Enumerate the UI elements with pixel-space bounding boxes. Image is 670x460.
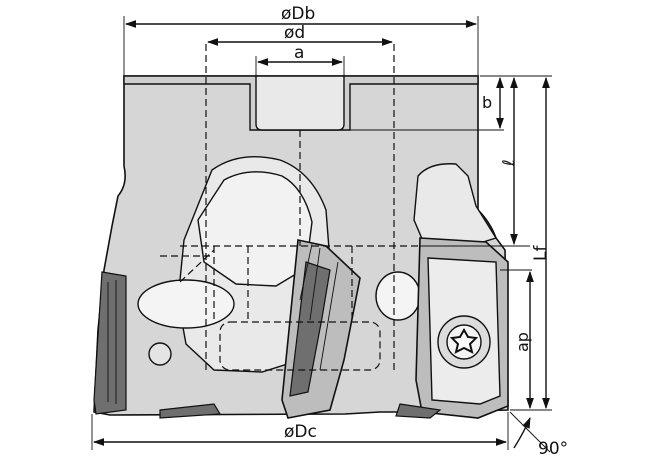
label-d: ød	[284, 23, 305, 43]
label-lf: Lf	[531, 245, 551, 261]
label-l: ℓ	[499, 159, 518, 167]
dimension-labels: øDb ød a b ℓ Lf ap øDc 90°	[281, 4, 568, 459]
dimensions	[91, 16, 552, 453]
coolant-hole-oval	[137, 279, 235, 329]
insert-center-face	[289, 261, 331, 397]
label-db: øDb	[281, 4, 315, 24]
inserts	[93, 237, 509, 419]
label-angle: 90°	[538, 439, 568, 459]
chip-pocket-right	[413, 163, 498, 249]
label-a: a	[294, 43, 304, 63]
keyway-slot	[255, 75, 345, 131]
screw-head-left	[148, 342, 172, 366]
chip-pocket-inner	[197, 171, 313, 287]
coolant-hole-right	[375, 271, 421, 321]
torx-socket-icon	[449, 327, 479, 354]
bottom-teeth	[159, 403, 442, 419]
label-b: b	[482, 93, 492, 112]
label-ap: ap	[513, 332, 532, 352]
hidden-lines	[160, 44, 420, 372]
insert-left	[93, 271, 127, 415]
label-dc: øDc	[284, 422, 317, 442]
